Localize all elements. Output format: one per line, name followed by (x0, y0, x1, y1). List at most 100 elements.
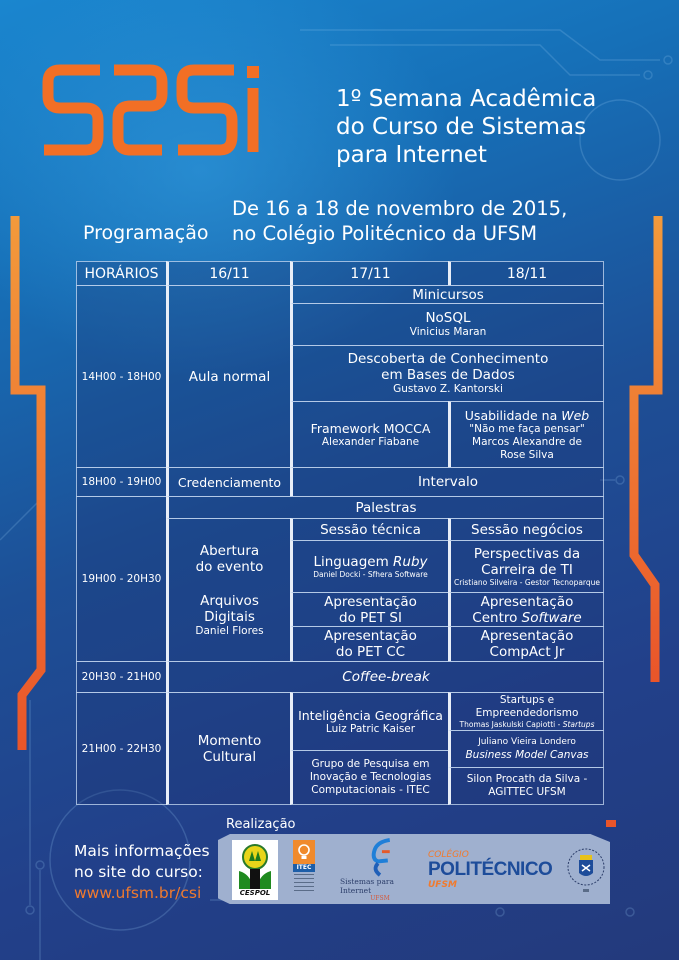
activity-line-1: Abertura (199, 542, 260, 559)
speaker-line-1: Marcos Alexandre de (472, 435, 582, 448)
pet-cc-cell: Apresentação do PET CC (290, 626, 449, 662)
colegio-politecnico-logo: COLÉGIO POLITÉCNICO UFSM (428, 850, 558, 890)
time-label: 14H00 - 18H00 (81, 370, 162, 383)
activity-line-2: Cultural (202, 748, 257, 765)
track-tecnica: Sessão técnica (290, 518, 449, 541)
speaker-name: Vinicius Maran (409, 326, 487, 338)
activity-title: Intervalo (418, 474, 478, 490)
title-line-1: 1º Semana Acadêmica (336, 86, 597, 112)
time-slot-1: 14H00 - 18H00 (76, 285, 167, 468)
left-orange-bar (10, 216, 46, 750)
centro-software-cell: Apresentação Centro Software (448, 592, 604, 627)
activity-title: Coffee-break (342, 669, 430, 685)
time-label: 21H00 - 22H30 (81, 742, 162, 755)
usabilidade-cell: Usabilidade na Web "Não me faça pensar" … (448, 401, 604, 468)
speaker-name: Thomas Jaskulski Capiotti - Startups (460, 720, 595, 729)
sponsors-panel (218, 834, 610, 904)
schedule-table: HORÁRIOS 16/11 17/11 18/11 14H00 - 18H00… (76, 261, 604, 805)
talk-line-1: Silon Procath da Silva - (466, 773, 588, 785)
course-title-line-1: Descoberta de Conhecimento (347, 351, 549, 367)
talk-line-2: CompAct Jr (489, 644, 565, 660)
day16-slot-2: Credenciamento (166, 467, 291, 497)
ufsm-seal-logo (566, 840, 606, 898)
cespol-text: CESPOL (239, 889, 271, 897)
politecnico-text: POLITÉCNICO (428, 859, 553, 880)
talk-title-line-1: Perspectivas da (473, 546, 581, 562)
course-title: Usabilidade na Web (465, 408, 589, 423)
cespol-logo: CESPOL (232, 840, 278, 900)
track-title: Sessão negócios (471, 521, 583, 538)
course-site-link[interactable]: www.ufsm.br/csi (74, 884, 202, 902)
time-slot-2: 18H00 - 19H00 (76, 467, 167, 497)
speaker-line-2: Rose Silva (500, 448, 554, 461)
activity-line-2: do evento (195, 558, 264, 575)
day16-slot-5: Momento Cultural (166, 692, 291, 805)
speaker-name: Cristiano Silveira - Gestor Tecnoparque (453, 578, 601, 587)
track-title: Sessão técnica (320, 521, 421, 538)
talk-line-1: Apresentação (324, 593, 417, 610)
time-label: 19H00 - 20H30 (81, 573, 162, 585)
sasi-logo (42, 64, 259, 156)
date-line-2: no Colégio Politécnico da UFSM (232, 222, 538, 245)
talk-line-1: Apresentação (324, 628, 417, 644)
talk-line-2: Empreendedorismo (475, 707, 579, 719)
speaker-name: Luiz Patric Kaiser (325, 722, 416, 735)
course-title: Framework MOCCA (310, 420, 431, 436)
itec-text: ITEC (293, 864, 315, 872)
title-text: Linguagem (313, 554, 394, 570)
course-title-line-2: em Bases de Dados (381, 367, 515, 383)
activity-line-1: Momento (197, 732, 262, 749)
lightbulb-icon (293, 840, 315, 864)
talk-title: Linguagem Ruby (313, 554, 427, 570)
talk-title-line-2: Carreira de TI (481, 562, 573, 578)
title-emphasis: Ruby (393, 554, 428, 570)
itec-caption (294, 874, 314, 892)
itec-logo: ITEC (290, 840, 318, 900)
talk-line-1: Startups e (499, 694, 555, 706)
right-orange-bar (629, 216, 663, 682)
activity-title: Credenciamento (177, 474, 282, 490)
sponsors-label: Realização (226, 817, 296, 832)
section-title: Palestras (355, 499, 417, 516)
section-label: Programação (83, 222, 209, 244)
talk-line-1: Apresentação (480, 593, 574, 610)
coffee-break-cell: Coffee-break (166, 661, 604, 693)
header-horarios: HORÁRIOS (76, 261, 167, 286)
sistemas-ufsm-text: UFSM (370, 895, 390, 902)
ruby-cell: Linguagem Ruby Daniel Docki - Sfhera Sof… (290, 540, 449, 593)
talk-line-2: Inovação e Tecnologias (309, 771, 432, 783)
time-slot-3: 19H00 - 20H30 (76, 496, 167, 662)
pet-si-cell: Apresentação do PET SI (290, 592, 449, 627)
title-line-2: do Curso de Sistemas (336, 114, 587, 140)
sistemas-text: Sistemas para Internet (340, 877, 394, 895)
mocca-cell: Framework MOCCA Alexander Fiabane (290, 401, 449, 468)
title-emphasis: Web (561, 407, 590, 423)
time-label: 18H00 - 19H00 (81, 476, 162, 488)
header-day-18: 18/11 (448, 261, 604, 286)
talk-line-2: AGITTEC UFSM (488, 786, 566, 798)
talk-line-1: Apresentação (480, 628, 574, 644)
time-slot-5: 21H00 - 22H30 (76, 692, 167, 805)
sistemas-internet-logo: Sistemas para Internet UFSM (340, 838, 420, 902)
speaker-name: Juliano Vieira Londero (478, 737, 576, 747)
talk-line-2: do PET CC (335, 644, 406, 660)
header-day-17: 17/11 (290, 261, 449, 286)
agittec-cell: Silon Procath da Silva - AGITTEC UFSM (448, 767, 604, 805)
geo-cell: Inteligência Geográfica Luiz Patric Kais… (290, 692, 449, 751)
line-emphasis: Software (521, 609, 582, 626)
intervalo-cell: Intervalo (290, 467, 604, 497)
talk-line-2: do PET SI (339, 609, 402, 626)
course-title: NoSQL (425, 310, 471, 326)
cespol-emblem-icon (239, 844, 271, 889)
speaker-name: Alexander Fiabane (321, 435, 420, 448)
talk-line-2: Centro Software (472, 610, 581, 626)
event-title: 1º Semana Acadêmica do Curso de Sistemas… (336, 85, 676, 169)
minicursos-header: Minicursos (290, 285, 604, 304)
time-label: 20H30 - 21H00 (81, 671, 162, 683)
canvas-cell: Juliano Vieira Londero Business Model Ca… (448, 730, 604, 768)
palestras-header: Palestras (166, 496, 604, 519)
orange-tab-decoration (606, 820, 616, 827)
colegio-text: COLÉGIO (428, 850, 469, 860)
speaker-name: Gustavo Z. Kantorski (393, 383, 503, 395)
descoberta-cell: Descoberta de Conhecimento em Bases de D… (290, 345, 604, 402)
